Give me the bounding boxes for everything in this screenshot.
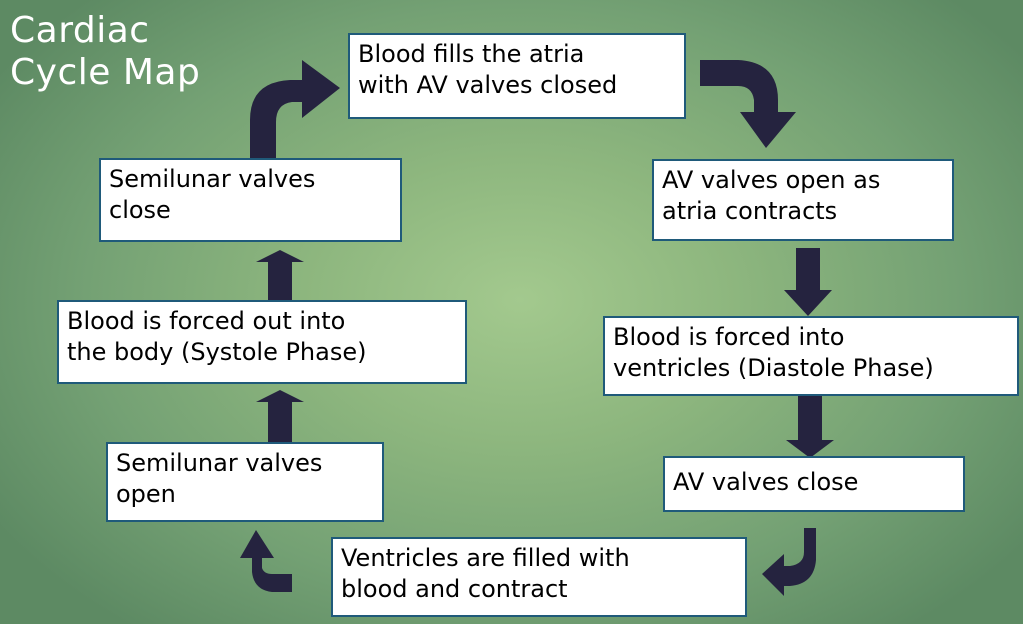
step-text-line-1: Ventricles are filled with [341, 544, 630, 572]
step-text-line-2: with AV valves closed [358, 71, 618, 99]
step-text-line-1: Blood is forced out into [67, 307, 346, 335]
curved-arrow-up-right-icon [250, 60, 340, 158]
step-box-ventricles-contract: Ventricles are filled with blood and con… [331, 537, 747, 617]
step-text-line-1: Semilunar valves [116, 449, 323, 477]
arrow-up-icon [256, 390, 304, 442]
step-box-semilunar-open: Semilunar valves open [106, 442, 384, 522]
step-box-diastole-phase: Blood is forced into ventricles (Diastol… [603, 316, 1019, 396]
title-line-2: Cycle Map [10, 52, 201, 93]
step-box-blood-fills-atria: Blood fills the atria with AV valves clo… [348, 33, 686, 119]
title-line-1: Cardiac [10, 10, 150, 51]
arrow-down-icon [786, 396, 834, 458]
step-text-line-1: Semilunar valves [109, 165, 316, 193]
curved-arrow-down-left-icon [762, 528, 816, 596]
step-box-semilunar-close: Semilunar valves close [99, 158, 402, 242]
diagram-title: Cardiac Cycle Map [10, 10, 200, 94]
step-box-av-valves-close: AV valves close [663, 456, 965, 512]
arrow-up-icon [256, 250, 304, 300]
step-text-line-1: Blood is forced into [613, 323, 845, 351]
step-text-line-1: Blood fills the atria [358, 40, 585, 68]
step-text-line-2: the body (Systole Phase) [67, 338, 367, 366]
arrow-down-icon [784, 248, 832, 316]
step-box-av-valves-open: AV valves open as atria contracts [652, 159, 954, 241]
step-text-line-2: atria contracts [662, 197, 838, 225]
step-text-line-2: close [109, 196, 171, 224]
step-text-line-2: ventricles (Diastole Phase) [613, 354, 934, 382]
step-text-line-1: AV valves close [673, 468, 859, 496]
step-text-line-2: open [116, 480, 176, 508]
curved-arrow-left-up-icon [240, 530, 292, 592]
step-box-systole-phase: Blood is forced out into the body (Systo… [57, 300, 467, 384]
step-text-line-2: blood and contract [341, 575, 568, 603]
curved-arrow-right-down-icon [700, 60, 796, 148]
step-text-line-1: AV valves open as [662, 166, 881, 194]
